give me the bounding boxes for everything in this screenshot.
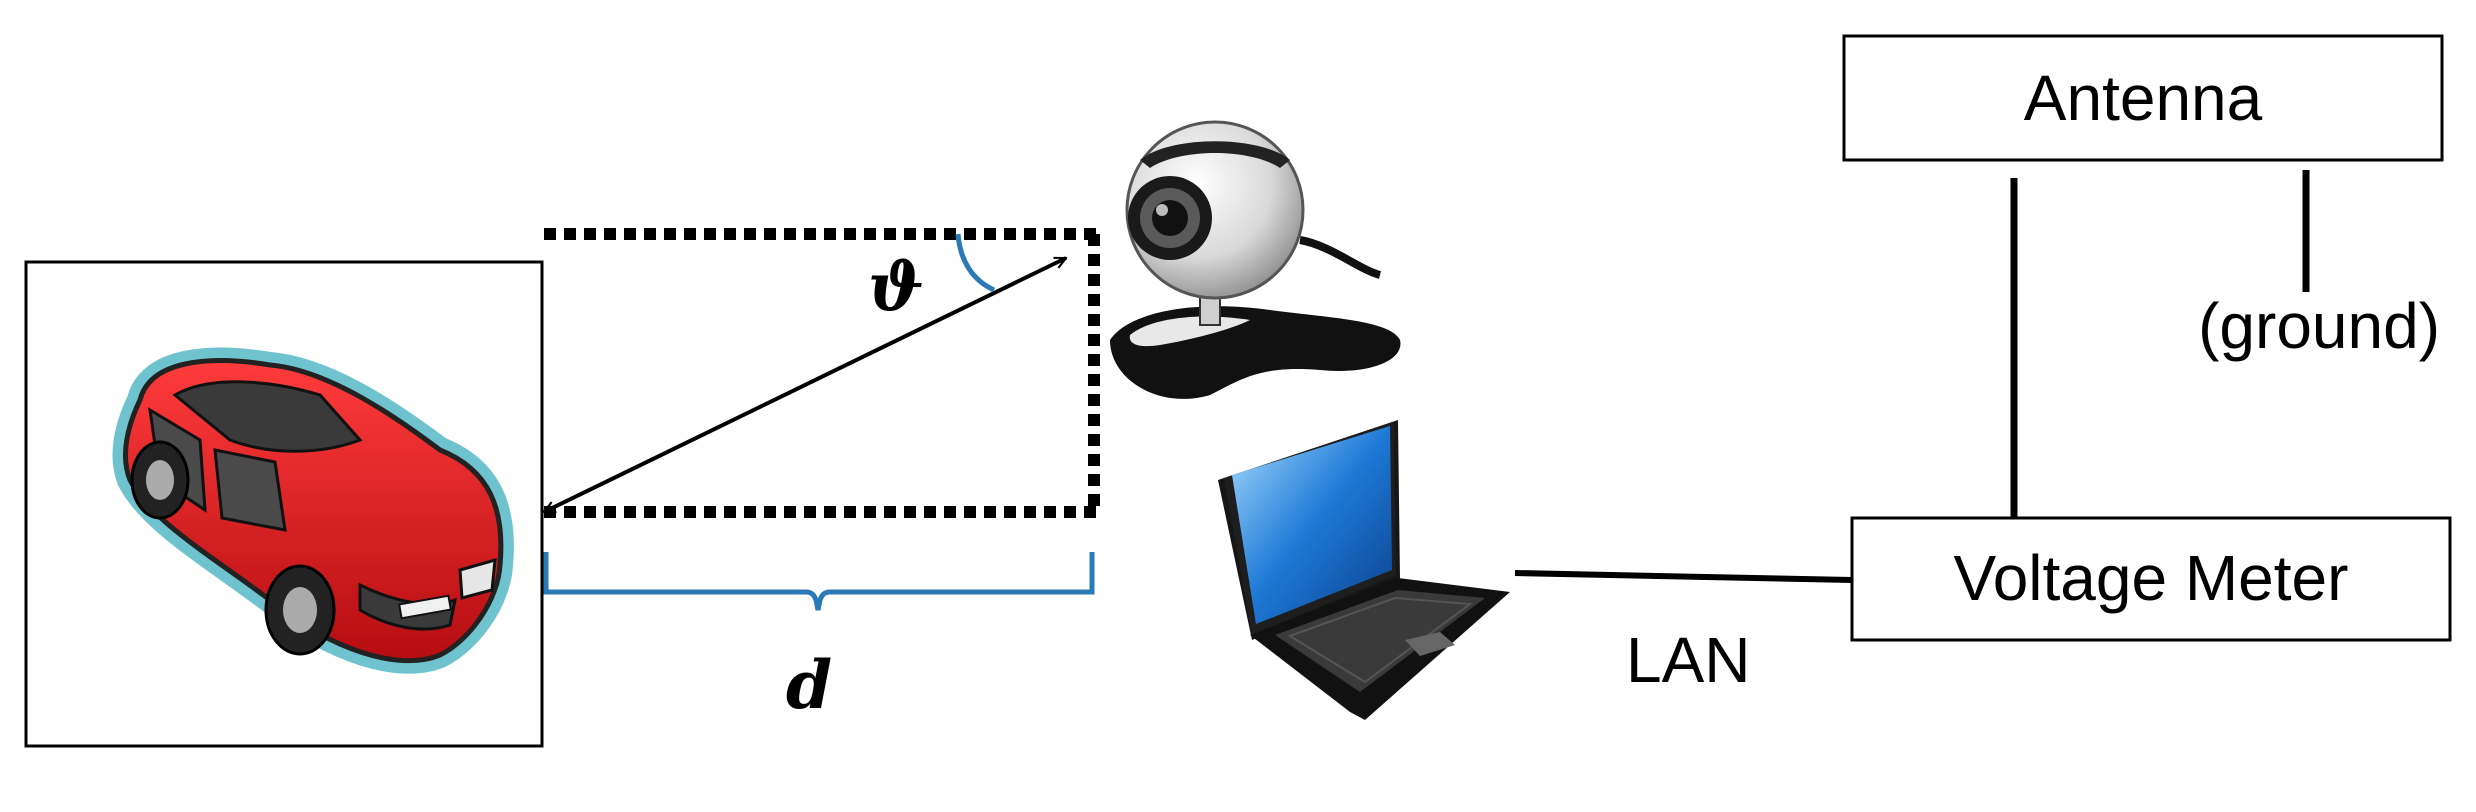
ground-label: (ground) — [2198, 290, 2440, 362]
angle-label: ϑ — [868, 248, 924, 326]
antenna-label: Antenna — [2024, 62, 2263, 134]
antenna-box — [1842, 34, 2444, 162]
distance-brace — [543, 552, 1095, 611]
lan-label: LAN — [1626, 624, 1751, 696]
distance-label: d — [786, 646, 832, 724]
webcam-icon — [1110, 120, 1401, 399]
lan-cable — [1514, 570, 1853, 583]
voltage-meter-box — [1850, 516, 2452, 642]
laptop-icon — [1218, 420, 1510, 720]
car-icon — [112, 347, 514, 674]
measurement-triangle — [544, 228, 1100, 518]
double-arrow — [544, 256, 1066, 514]
voltage-meter-label: Voltage Meter — [1954, 542, 2349, 614]
angle-arc — [955, 233, 996, 293]
